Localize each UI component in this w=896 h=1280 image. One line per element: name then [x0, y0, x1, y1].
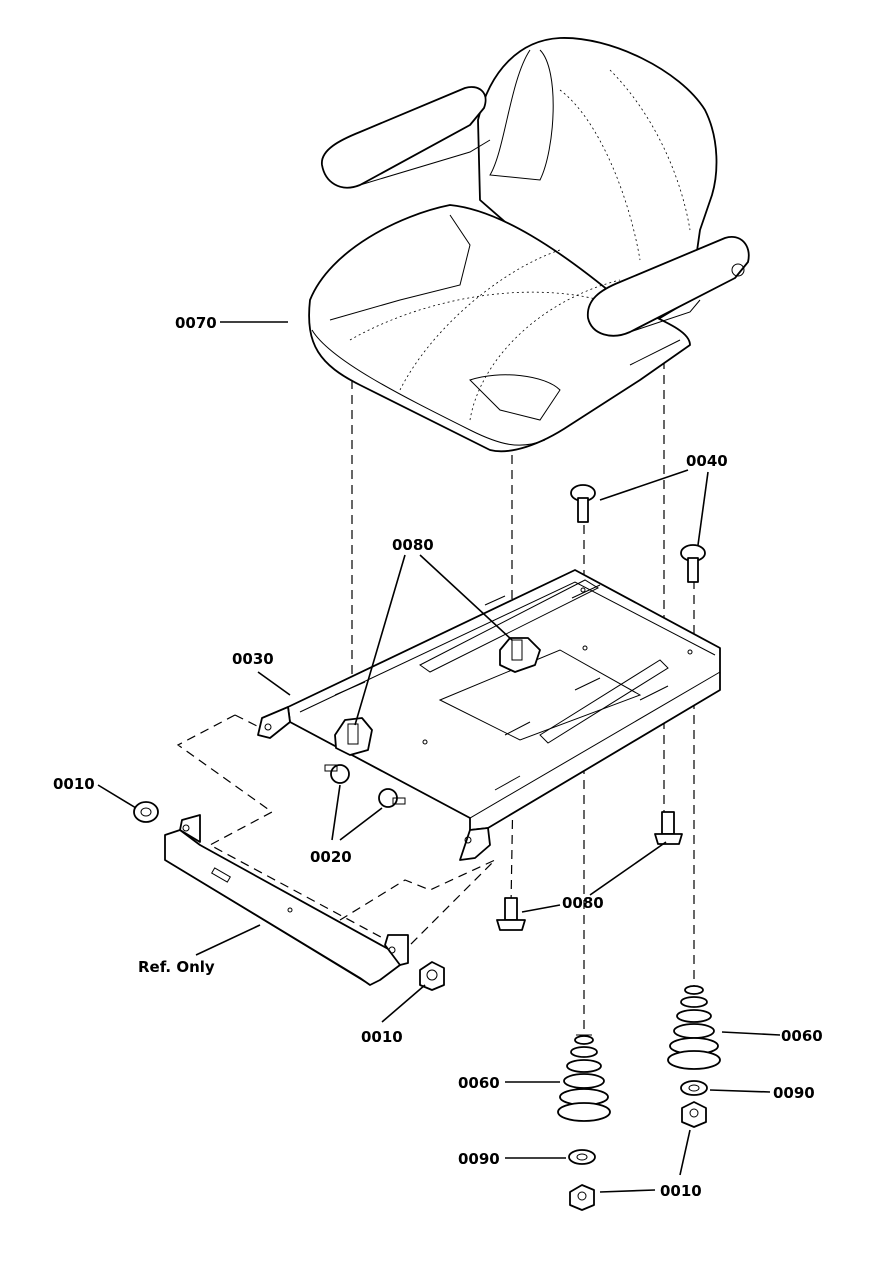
callout-ref-only: Ref. Only [138, 958, 215, 976]
callout-0080-top: 0080 [392, 536, 434, 554]
stud-0020-b [378, 788, 406, 808]
leader-lines [97, 321, 781, 1193]
callout-0040: 0040 [686, 452, 728, 470]
callout-0010-bottom: 0010 [660, 1182, 702, 1200]
flange-nut-0010-left [133, 801, 159, 823]
callout-0090-left: 0090 [458, 1150, 500, 1168]
spring-0060-right [667, 985, 721, 1070]
flange-nut-0010-bottom [569, 1184, 595, 1211]
carriage-bolt-0040-b [680, 544, 706, 583]
reference-bracket [164, 814, 409, 986]
callout-0080-bottom: 0080 [562, 894, 604, 912]
flange-nut-0080-top-right [499, 637, 541, 673]
callout-0090-right: 0090 [773, 1084, 815, 1102]
callout-0010-left: 0010 [53, 775, 95, 793]
spring-0060-left [557, 1034, 611, 1122]
washer-0090-right [680, 1080, 708, 1096]
callout-0010-mid: 0010 [361, 1028, 403, 1046]
bolt-0080-bottom-b [654, 811, 683, 845]
carriage-bolt-0040-a [570, 484, 596, 523]
seat-assembly [308, 37, 750, 453]
callout-0030: 0030 [232, 650, 274, 668]
callout-0060-right: 0060 [781, 1027, 823, 1045]
washer-0090-left [568, 1149, 596, 1165]
flange-nut-0080-top-left [334, 717, 373, 756]
seat-pan-plate [257, 569, 721, 861]
flange-nut-0010-right [681, 1101, 707, 1128]
callout-0020: 0020 [310, 848, 352, 866]
callout-0070: 0070 [175, 314, 217, 332]
flange-nut-0010-mid [419, 961, 445, 991]
callout-0060-left: 0060 [458, 1074, 500, 1092]
stud-0020-a [324, 764, 350, 784]
bolt-0080-bottom-a [496, 897, 526, 931]
